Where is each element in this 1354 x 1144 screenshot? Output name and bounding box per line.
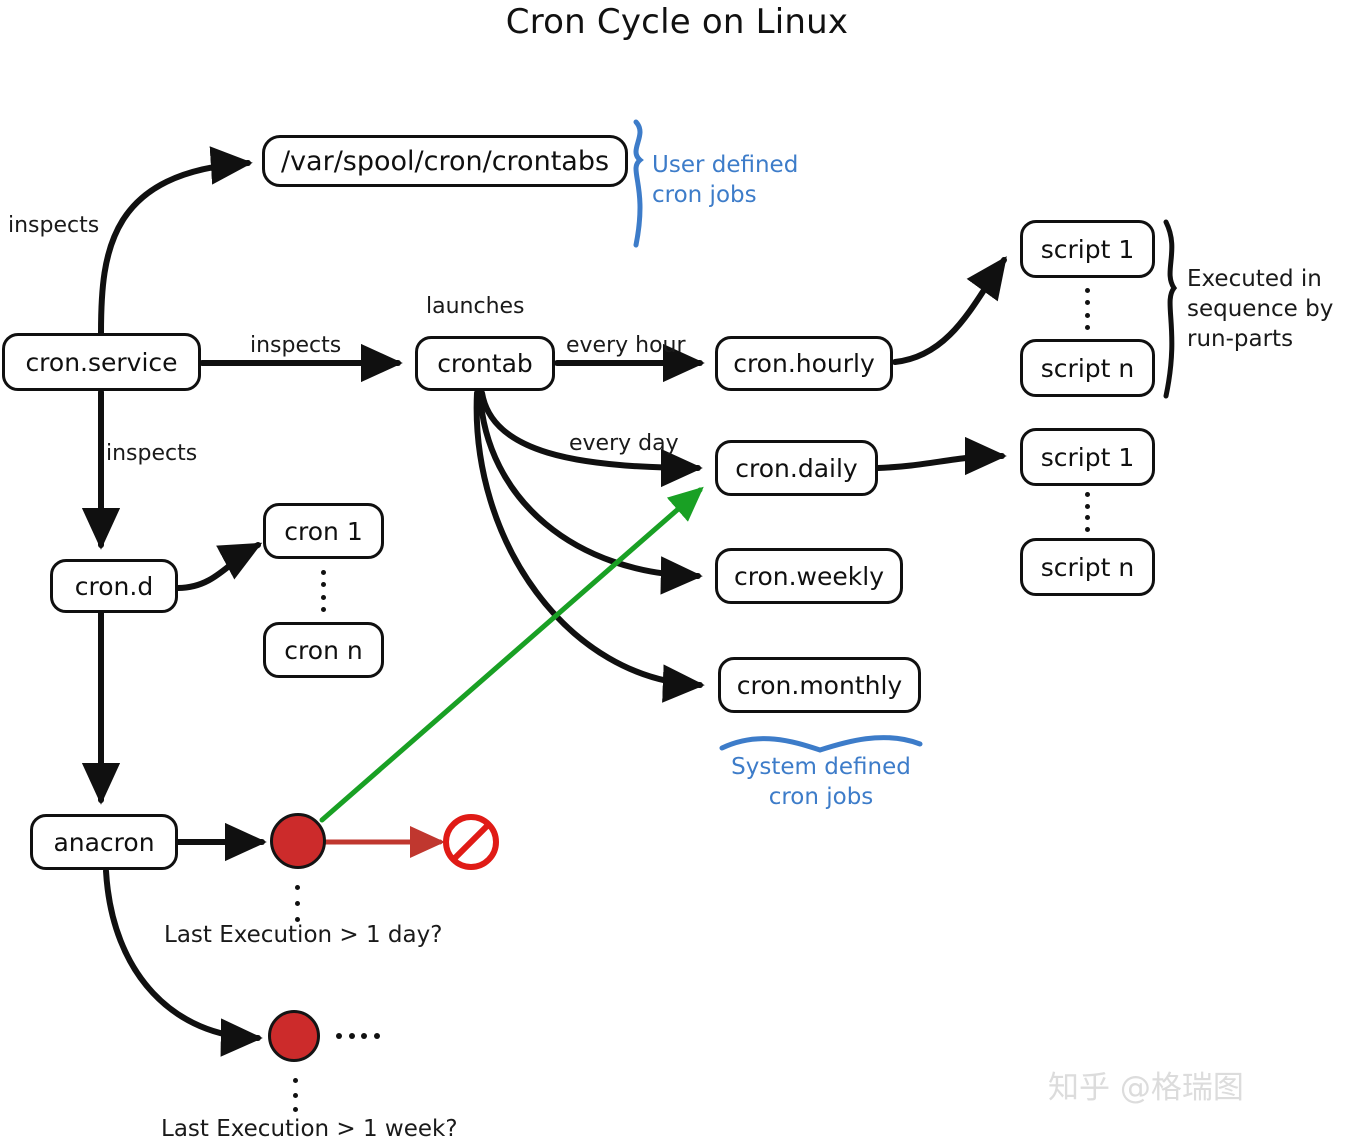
condition-label-day: Last Execution > 1 day? xyxy=(164,922,443,948)
node-daily-script-1-label: script 1 xyxy=(1040,442,1135,472)
note-user-defined-cron-jobs: User defined cron jobs xyxy=(652,152,799,208)
ellipsis-dots-week-right xyxy=(336,1033,380,1039)
ellipsis-dots-hourly-scripts xyxy=(1085,288,1090,330)
ellipsis-dots-day xyxy=(295,885,300,922)
note-run-parts: Executed in sequence by run-parts xyxy=(1187,266,1334,352)
watermark: 知乎 @格瑞图 xyxy=(1048,1070,1244,1106)
node-cron-weekly[interactable]: cron.weekly xyxy=(715,548,903,604)
edge-label-inspects-crond: inspects xyxy=(106,441,198,466)
node-cron-1-label: cron 1 xyxy=(284,516,363,546)
node-hourly-script-1-label: script 1 xyxy=(1040,234,1135,264)
node-crontab[interactable]: crontab xyxy=(415,336,555,391)
node-cron-monthly[interactable]: cron.monthly xyxy=(718,657,921,713)
edge-label-inspects-crontabs: inspects xyxy=(8,213,100,238)
node-hourly-script-n-label: script n xyxy=(1040,353,1135,383)
node-cron-d-label: cron.d xyxy=(74,571,154,601)
ellipsis-dots-week xyxy=(293,1078,298,1112)
node-crontabs-path[interactable]: /var/spool/cron/crontabs xyxy=(262,135,628,187)
node-cron-daily-label: cron.daily xyxy=(735,453,858,483)
node-cron-service-label: cron.service xyxy=(25,347,178,377)
node-cron-monthly-label: cron.monthly xyxy=(736,670,903,700)
condition-label-week: Last Execution > 1 week? xyxy=(161,1116,458,1142)
ellipsis-dots-cron-list xyxy=(321,570,326,612)
no-entry-icon xyxy=(443,814,499,870)
page-title: Cron Cycle on Linux xyxy=(505,2,849,42)
node-cron-1[interactable]: cron 1 xyxy=(263,503,384,559)
node-cron-hourly-label: cron.hourly xyxy=(733,349,875,378)
node-cron-n-label: cron n xyxy=(284,635,363,665)
node-cron-daily[interactable]: cron.daily xyxy=(715,440,878,496)
node-crontab-label: crontab xyxy=(437,349,533,378)
edge-label-every-day: every day xyxy=(569,431,679,456)
node-hourly-script-1[interactable]: script 1 xyxy=(1020,220,1155,278)
node-daily-script-n[interactable]: script n xyxy=(1020,538,1155,596)
node-cron-weekly-label: cron.weekly xyxy=(734,561,884,591)
node-daily-script-1[interactable]: script 1 xyxy=(1020,428,1155,486)
node-cron-hourly[interactable]: cron.hourly xyxy=(715,336,893,391)
node-daily-script-n-label: script n xyxy=(1040,552,1135,582)
note-system-defined-cron-jobs: System defined cron jobs xyxy=(731,754,911,810)
node-cron-n[interactable]: cron n xyxy=(263,622,384,678)
node-anacron[interactable]: anacron xyxy=(30,814,178,870)
node-hourly-script-n[interactable]: script n xyxy=(1020,339,1155,397)
decision-circle-day[interactable] xyxy=(270,813,326,869)
decision-circle-week[interactable] xyxy=(268,1010,320,1062)
node-cron-service[interactable]: cron.service xyxy=(2,333,201,391)
ellipsis-dots-daily-scripts xyxy=(1085,492,1090,532)
edge-label-every-hour: every hour xyxy=(566,333,686,358)
node-cron-d[interactable]: cron.d xyxy=(50,559,178,613)
edge-label-launches: launches xyxy=(426,294,525,319)
node-crontabs-path-label: /var/spool/cron/crontabs xyxy=(280,145,610,177)
edge-label-inspects-crontab: inspects xyxy=(250,333,342,358)
node-anacron-label: anacron xyxy=(53,827,155,857)
